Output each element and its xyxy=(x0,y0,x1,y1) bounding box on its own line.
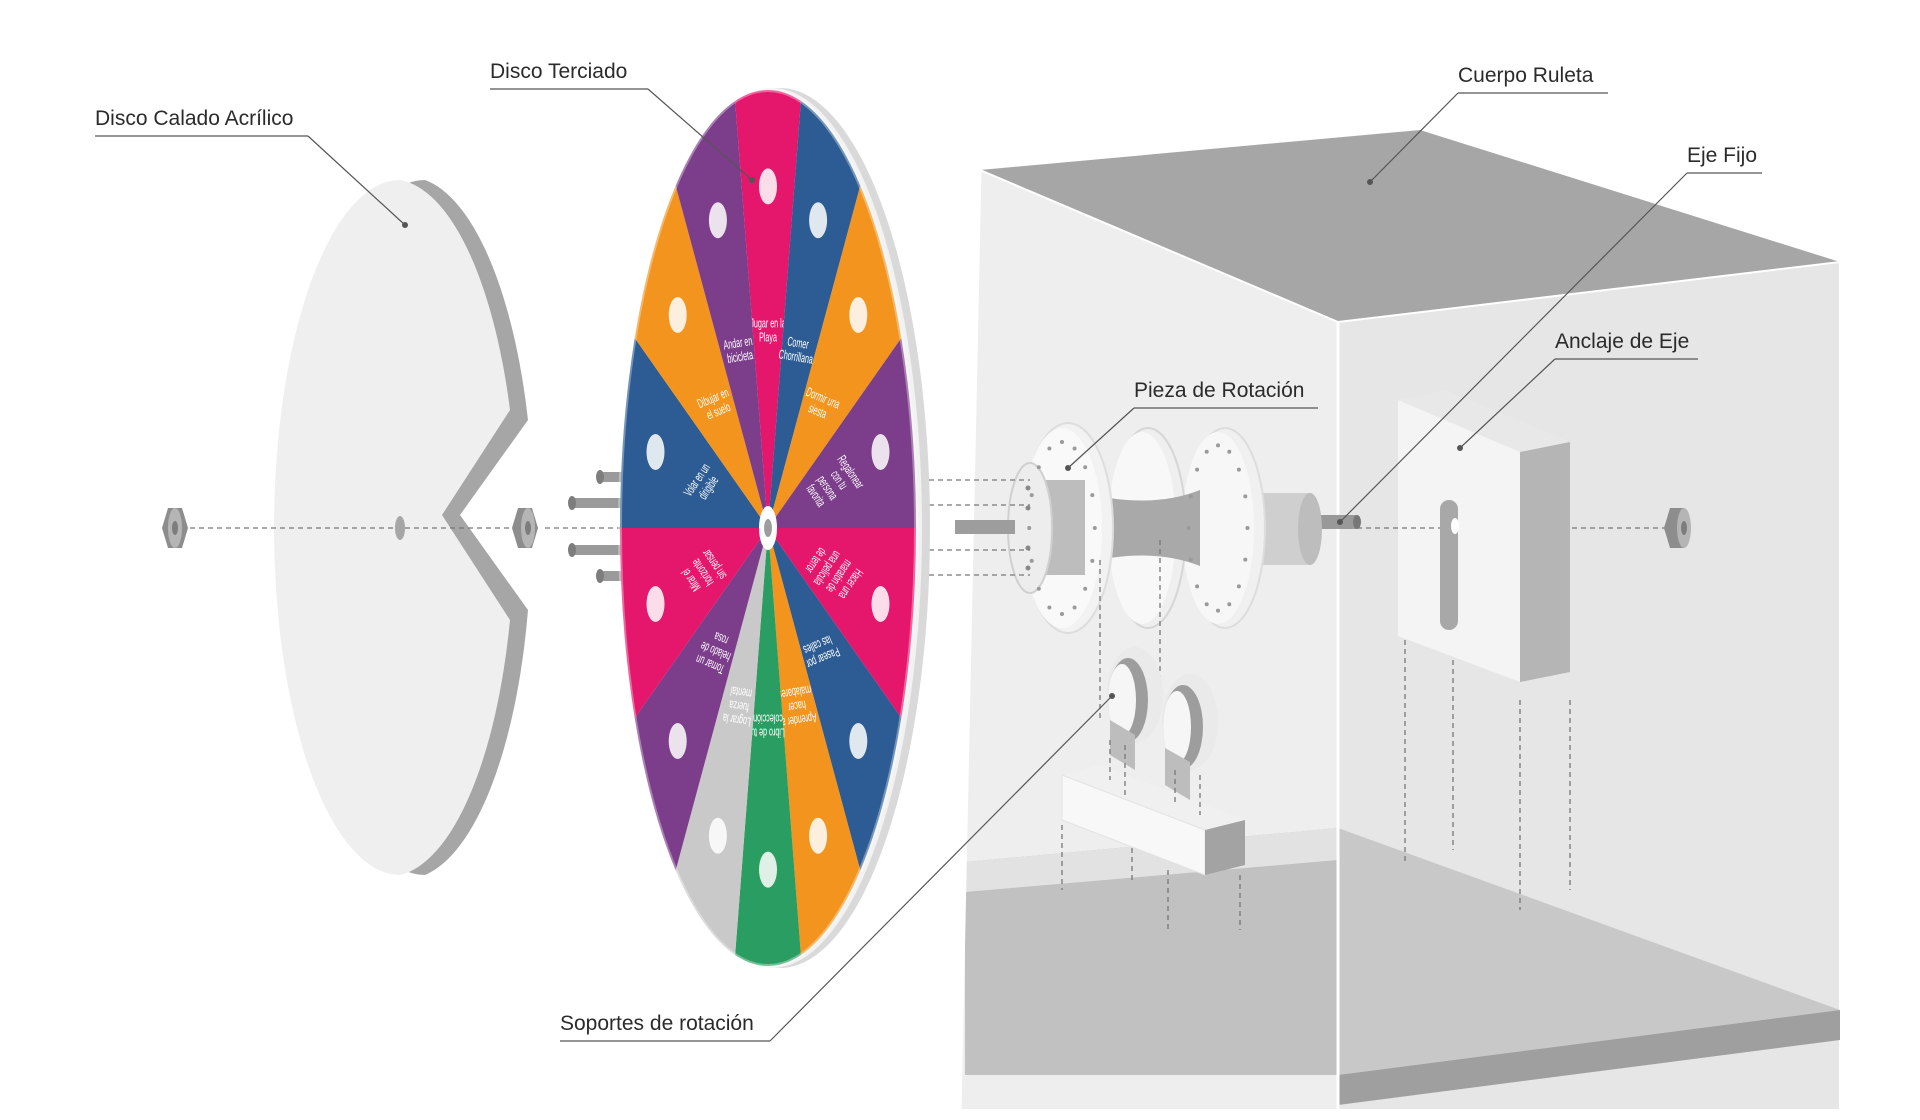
wheel-segment-label: Libro de tucolección xyxy=(751,711,785,739)
svg-text:Cuerpo Ruleta: Cuerpo Ruleta xyxy=(1458,64,1594,87)
svg-text:Eje Fijo: Eje Fijo xyxy=(1687,144,1757,167)
bolt-hole xyxy=(1047,605,1052,610)
wheel-segment-label: Aprender ahacermalabares xyxy=(776,682,818,729)
bolt-hole xyxy=(1083,586,1088,591)
segment-pictogram-icon xyxy=(759,168,777,205)
wheel-segment xyxy=(735,528,801,966)
bolt-hole xyxy=(1092,526,1097,530)
svg-text:Anclaje de Eje: Anclaje de Eje xyxy=(1555,330,1689,353)
wheel-segment xyxy=(620,528,768,718)
bolt-hole xyxy=(1029,558,1034,563)
callout-eje-fijo: Eje Fijo xyxy=(1337,144,1762,525)
segment-pictogram-icon xyxy=(668,297,687,333)
right-nut-icon xyxy=(1664,508,1691,548)
segment-pictogram-icon xyxy=(708,817,727,854)
callout-disco-terciado: Disco Terciado xyxy=(490,60,755,183)
bolt-hole xyxy=(1090,493,1095,498)
pieza-de-rotacion-hub xyxy=(955,422,1322,634)
segment-pictogram-icon xyxy=(646,434,665,470)
wheel-segment xyxy=(675,101,768,528)
wheel-segment xyxy=(768,528,902,871)
wheel-segment xyxy=(768,528,916,718)
segment-pictogram-icon xyxy=(809,817,828,854)
bolt-hole xyxy=(1036,465,1041,470)
wheel-segment xyxy=(675,528,768,955)
wheel-segment-label: Tomar unhelado derosa xyxy=(693,625,738,676)
callout-disco-calado: Disco Calado Acrílico xyxy=(95,107,408,228)
bolt-hole xyxy=(1227,602,1232,607)
wheel-segment xyxy=(634,528,768,871)
bolt-hole xyxy=(1236,467,1241,472)
bolt-hole xyxy=(1188,494,1193,499)
bolt-hole xyxy=(1060,440,1064,444)
bolt-hole xyxy=(1027,526,1032,530)
soportes-de-rotacion xyxy=(1061,647,1245,876)
callout-cuerpo-ruleta: Cuerpo Ruleta xyxy=(1367,64,1608,185)
bolt-hole xyxy=(1072,605,1077,610)
anclaje-de-eje-block xyxy=(1398,390,1570,682)
bolt-hole xyxy=(1090,558,1095,563)
wheel-segment-label: Andar enbicicleta xyxy=(723,335,756,367)
wheel-segment xyxy=(768,528,861,955)
bolt-hole xyxy=(1047,446,1052,451)
middle-nut-icon xyxy=(512,508,538,548)
bolt-hole xyxy=(1186,526,1191,530)
bolt-hole xyxy=(1036,586,1041,591)
segment-pictogram-icon xyxy=(849,723,868,759)
bolt-hole xyxy=(1060,612,1064,616)
wheel-segment xyxy=(768,338,916,528)
bolt-hole xyxy=(1072,446,1077,451)
svg-text:Disco Calado Acrílico: Disco Calado Acrílico xyxy=(95,107,293,130)
segment-pictogram-icon xyxy=(708,202,727,239)
bolt-hole xyxy=(1204,449,1209,454)
flange-bolt-holes xyxy=(1027,440,1250,616)
svg-text:Disco Terciado: Disco Terciado xyxy=(490,60,627,83)
wheel-segment xyxy=(768,101,861,528)
segment-pictogram-icon xyxy=(646,586,665,622)
eje-fijo-pin xyxy=(1312,515,1361,529)
segment-pictogram-icon xyxy=(871,586,890,622)
svg-text:Soportes de rotación: Soportes de rotación xyxy=(560,1012,754,1035)
wheel-segment xyxy=(620,338,768,528)
segment-pictogram-icon xyxy=(809,202,828,239)
wheel-segment xyxy=(634,185,768,528)
callout-pieza-rotacion: Pieza de Rotación xyxy=(1065,379,1318,471)
bolt-hole xyxy=(1245,526,1250,530)
bolt-hole xyxy=(1083,465,1088,470)
left-nut-icon xyxy=(162,508,188,548)
segment-pictogram-icon xyxy=(871,434,890,470)
bolt-hole xyxy=(1029,493,1034,498)
segment-pictogram-icon xyxy=(668,723,687,759)
bolt-hole xyxy=(1195,467,1200,472)
segment-pictogram-icon xyxy=(849,297,868,333)
wheel-segment-label: Lograr lafuerzamental xyxy=(722,682,757,728)
bolt-hole xyxy=(1204,602,1209,607)
bolt-hole xyxy=(1216,443,1220,448)
wheel-segment-label: ComerChorrillana xyxy=(778,334,817,367)
callout-anclaje-eje: Anclaje de Eje xyxy=(1457,330,1698,451)
bolt-hole xyxy=(1195,584,1200,589)
bolt-hole xyxy=(1243,557,1248,562)
bolt-hole xyxy=(1188,557,1193,562)
svg-text:Pieza de Rotación: Pieza de Rotación xyxy=(1134,379,1304,402)
segment-pictogram-icon xyxy=(759,851,777,888)
wheel-segment xyxy=(768,185,902,528)
bolt-hole xyxy=(1216,608,1220,613)
bolt-hole xyxy=(1227,449,1232,454)
wheel-segment xyxy=(735,90,801,529)
bolt-hole xyxy=(1243,494,1248,499)
callout-soportes-rotacion: Soportes de rotación xyxy=(560,693,1115,1042)
bolt-hole xyxy=(1236,584,1241,589)
